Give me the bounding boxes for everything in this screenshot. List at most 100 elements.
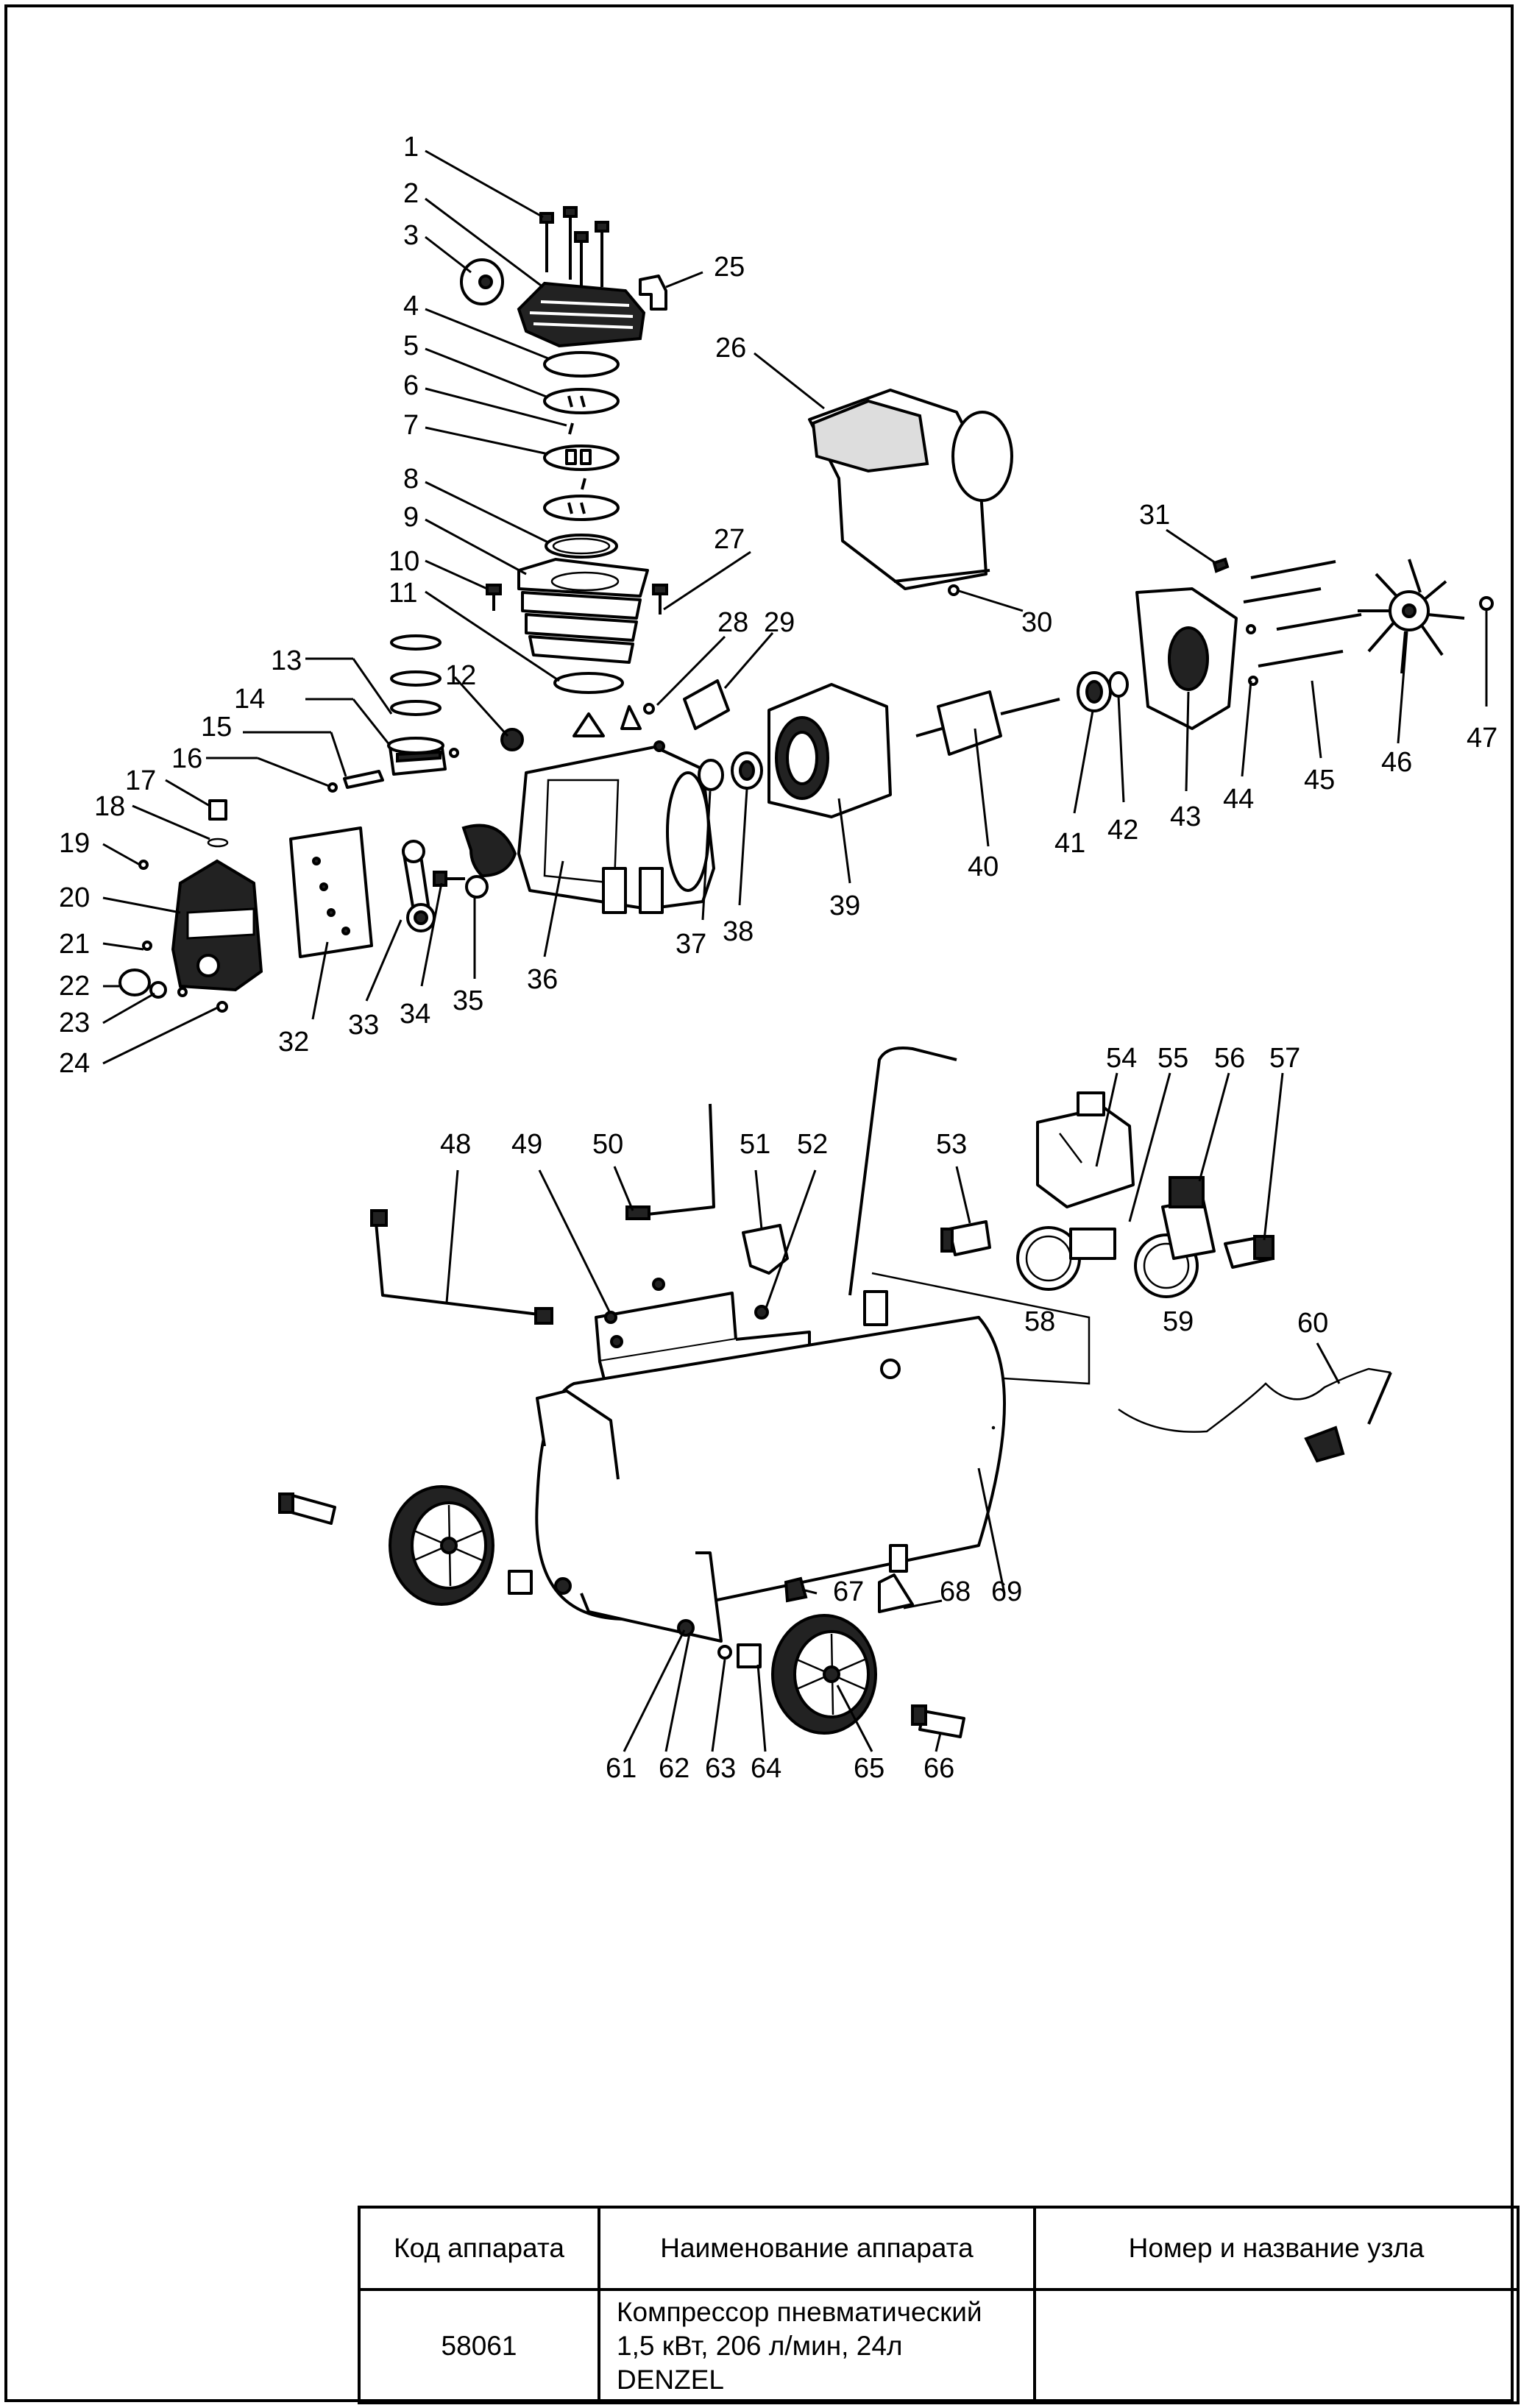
callout-56: 56	[1214, 1043, 1245, 1074]
elbow-fitting	[639, 275, 667, 311]
device-code: 58061	[358, 2288, 600, 2404]
callout-49: 49	[511, 1129, 542, 1160]
leader-lines	[102, 149, 1488, 1752]
cylinder-bolts	[486, 584, 668, 615]
connecting-rod	[402, 840, 436, 932]
callout-11: 11	[389, 578, 417, 609]
callout-36: 36	[527, 964, 558, 995]
oil-plug	[118, 968, 228, 1013]
callout-29: 29	[764, 607, 795, 638]
check-valve	[742, 1224, 789, 1275]
wheel-left	[389, 1485, 494, 1606]
drain-valve	[784, 1576, 808, 1603]
oil-seal	[683, 679, 730, 730]
callout-31: 31	[1139, 500, 1170, 531]
callout-22: 22	[59, 971, 90, 1002]
callout-13: 13	[271, 645, 302, 676]
callout-labels: 1 2 3 4 5 6 7 8 9 10 11 12 13 14 15 16 1…	[59, 132, 1497, 1781]
callout-68: 68	[940, 1576, 971, 1607]
callout-16: 16	[171, 743, 202, 774]
pipe-connector	[625, 1103, 715, 1220]
device-name-line: 1,5 кВт, 206 л/мин, 24л	[617, 2331, 903, 2361]
callout-28: 28	[717, 607, 748, 638]
callout-59: 59	[1163, 1306, 1194, 1337]
motor-end-cover	[1135, 587, 1238, 730]
axle-parts	[677, 1619, 762, 1668]
motor-stator	[767, 683, 892, 818]
safety-valve	[940, 1220, 991, 1256]
wheel-right	[771, 1614, 877, 1735]
callout-4: 4	[403, 291, 419, 322]
callout-15: 15	[201, 712, 232, 743]
cylinder	[517, 558, 649, 664]
callout-1: 1	[403, 132, 419, 163]
callout-44: 44	[1223, 784, 1254, 815]
callout-24: 24	[59, 1048, 90, 1079]
callout-27: 27	[714, 524, 745, 555]
tank-back-panel	[871, 1272, 1091, 1385]
callout-67: 67	[833, 1576, 864, 1607]
callout-69: 69	[991, 1576, 1022, 1607]
device-name-line: Компрессор пневматический	[617, 2297, 982, 2327]
power-cord	[1118, 1367, 1392, 1463]
callout-46: 46	[1381, 747, 1412, 778]
crankcase-cover	[138, 859, 263, 992]
callout-20: 20	[59, 882, 90, 913]
callout-10: 10	[389, 546, 419, 577]
cooling-fan	[1358, 559, 1465, 674]
callout-41: 41	[1054, 828, 1085, 859]
header-device-name: Наименование аппарата	[598, 2206, 1036, 2291]
callout-6: 6	[403, 370, 419, 401]
callout-33: 33	[348, 1010, 379, 1041]
callout-18: 18	[94, 791, 125, 822]
callout-17: 17	[125, 765, 156, 796]
cylinder-gasket	[553, 672, 624, 694]
callout-39: 39	[829, 890, 860, 921]
unit-number-and-name	[1033, 2288, 1520, 2404]
valve-plate-gaskets	[543, 351, 620, 559]
tank-feet-and-axle	[580, 1544, 914, 1643]
callout-21: 21	[59, 929, 90, 960]
callout-34: 34	[400, 999, 430, 1030]
crankcase	[517, 705, 715, 914]
piston	[387, 737, 447, 776]
fan-clip	[1479, 596, 1494, 611]
callout-57: 57	[1269, 1043, 1300, 1074]
callout-62: 62	[659, 1753, 689, 1781]
callout-3: 3	[403, 220, 419, 251]
callout-40: 40	[968, 851, 999, 882]
callout-60: 60	[1297, 1308, 1328, 1339]
callout-23: 23	[59, 1008, 90, 1038]
axle-bolt-right	[911, 1704, 965, 1738]
callout-48: 48	[440, 1129, 471, 1160]
quick-coupler	[1224, 1235, 1274, 1269]
pressure-gauges	[1016, 1226, 1199, 1298]
callout-5: 5	[403, 330, 419, 361]
callout-42: 42	[1107, 815, 1138, 846]
callout-66: 66	[923, 1753, 954, 1781]
callout-54: 54	[1106, 1043, 1137, 1074]
device-name: Компрессор пневматический 1,5 кВт, 206 л…	[598, 2288, 1036, 2404]
exploded-parts-diagram: 1 2 3 4 5 6 7 8 9 10 11 12 13 14 15 16 1…	[59, 132, 1497, 1781]
air-filter	[460, 258, 504, 305]
callout-14: 14	[234, 684, 265, 715]
screw-31	[1212, 557, 1230, 573]
crankshaft	[461, 824, 517, 899]
callout-50: 50	[592, 1129, 623, 1160]
piston-rings	[390, 634, 442, 716]
callout-12: 12	[445, 660, 476, 691]
pressure-regulator	[1161, 1176, 1216, 1260]
callout-35: 35	[453, 985, 483, 1016]
pressure-switch	[1036, 1091, 1135, 1208]
callout-19: 19	[59, 828, 90, 859]
callout-52: 52	[797, 1129, 828, 1160]
crankcase-cover-gasket	[289, 826, 373, 958]
breather-fitting	[207, 799, 229, 848]
callout-2: 2	[403, 178, 419, 209]
callout-32: 32	[278, 1027, 309, 1058]
callout-8: 8	[403, 464, 419, 495]
callout-61: 61	[606, 1753, 637, 1781]
callout-26: 26	[715, 333, 746, 364]
tie-rods	[1243, 560, 1362, 686]
wheel-bush	[508, 1570, 572, 1595]
